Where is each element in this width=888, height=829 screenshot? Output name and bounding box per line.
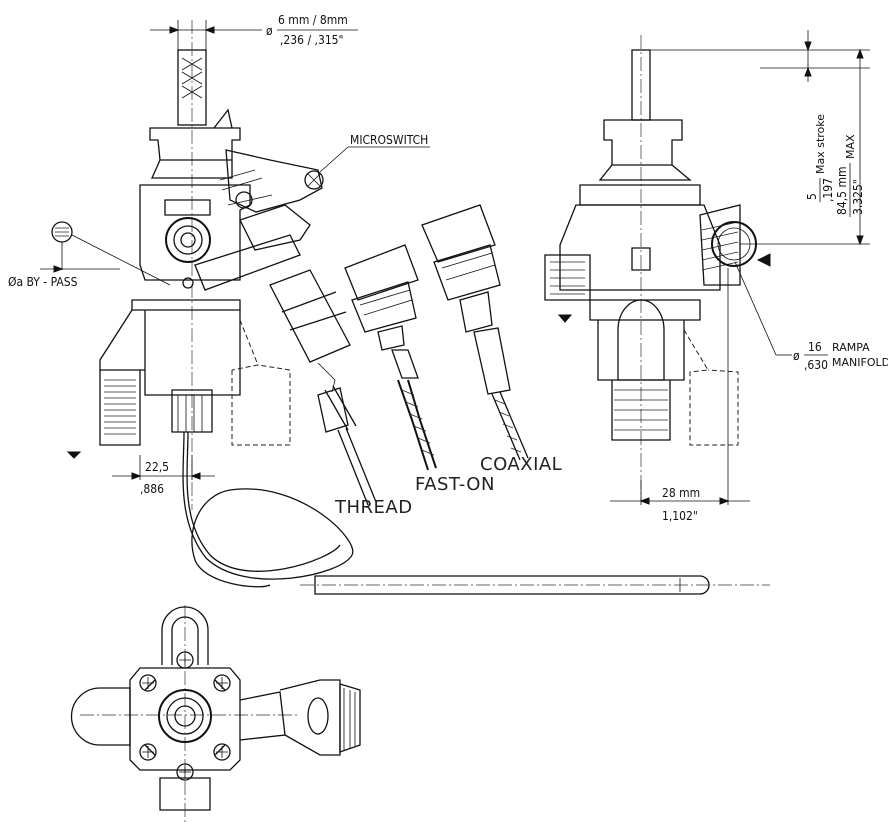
fast-on-label: FAST-ON [415,474,495,495]
connector-fast-on [344,244,437,471]
height-in: 3.325" [851,179,865,215]
dim-1102: 1,102" [662,509,698,523]
rampa-denominator: ,630 [804,358,828,372]
height-mm: 84,5 mm [835,167,849,216]
bottom-view [70,605,361,825]
shaft-diameter-mm: 6 mm / 8mm [278,13,348,27]
height-max: MAX [844,134,857,159]
stroke-text: Max stroke [814,114,827,174]
phi-symbol-top: ø [266,24,273,38]
coaxial-label: COAXIAL [480,454,562,475]
manifold-label: MANIFOLD [832,356,888,369]
connector-coaxial [421,204,529,461]
rampa-phi: ø [793,349,800,363]
dim-22-5: 22,5 [145,460,169,474]
rampa-label: RAMPA [832,341,870,354]
rampa-numerator: 16 [808,340,822,354]
connector-thread [317,387,377,506]
stroke-numerator: 5 [805,193,819,200]
dim-28mm: 28 mm [662,486,700,500]
shaft-diameter-in: ,236 / ,315" [280,33,344,47]
side-view [544,30,870,505]
bypass-label: Øa BY - PASS [8,275,78,289]
stroke-denominator: ,197 [821,178,835,202]
thread-label: THREAD [334,497,413,518]
microswitch-label: MICROSWITCH [350,133,428,147]
front-view [40,20,770,595]
dim-886: ,886 [140,482,164,496]
